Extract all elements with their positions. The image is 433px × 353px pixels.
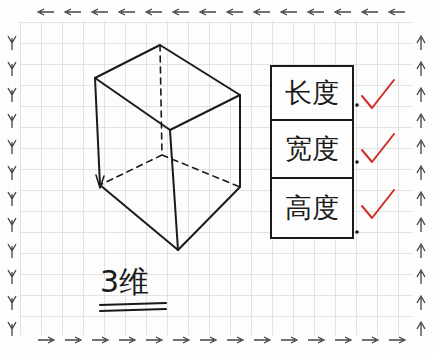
border-mark <box>335 337 351 343</box>
border-mark <box>417 322 425 336</box>
border-mark <box>8 88 16 102</box>
border-mark <box>8 192 16 206</box>
border-mark <box>308 9 324 15</box>
border-mark <box>65 337 81 343</box>
border-mark <box>8 218 16 232</box>
border-mark <box>417 62 425 76</box>
dimension-label: 3维 <box>100 264 149 300</box>
cube-drawing <box>95 45 240 250</box>
border-mark <box>8 270 16 284</box>
border-mark <box>281 9 297 15</box>
border-mark <box>417 36 425 50</box>
border-mark <box>417 192 425 206</box>
border-mark <box>146 9 162 15</box>
border-mark <box>8 296 16 310</box>
grid-paper <box>20 22 413 335</box>
border-mark <box>65 9 81 15</box>
border-mark <box>8 244 16 258</box>
border-mark <box>227 337 243 343</box>
border-mark <box>335 9 351 15</box>
border-mark <box>254 9 270 15</box>
check-marks <box>362 80 394 218</box>
table-cell: 高度 <box>270 177 354 239</box>
border-mark <box>119 337 135 343</box>
border-mark <box>8 114 16 128</box>
cell-text: 长度 <box>285 77 339 109</box>
border-mark <box>417 114 425 128</box>
decorative-border <box>8 9 425 343</box>
border-mark <box>417 166 425 180</box>
cell-text: 宽度 <box>285 133 339 165</box>
border-mark <box>362 9 378 15</box>
border-mark <box>389 337 405 343</box>
border-mark <box>308 337 324 343</box>
dots <box>355 103 359 234</box>
border-mark <box>417 270 425 284</box>
border-mark <box>8 36 16 50</box>
border-mark <box>92 337 108 343</box>
border-mark <box>200 337 216 343</box>
table-cell: 宽度 <box>270 119 354 179</box>
border-mark <box>173 9 189 15</box>
border-mark <box>417 244 425 258</box>
border-mark <box>417 88 425 102</box>
border-mark <box>389 9 405 15</box>
border-mark <box>8 166 16 180</box>
double-underline <box>100 303 166 311</box>
border-mark <box>146 337 162 343</box>
border-mark <box>119 9 135 15</box>
border-mark <box>8 322 16 336</box>
border-mark <box>92 9 108 15</box>
border-mark <box>173 337 189 343</box>
border-mark <box>8 62 16 76</box>
border-mark <box>362 337 378 343</box>
border-mark <box>417 140 425 154</box>
border-mark <box>38 9 54 15</box>
border-mark <box>417 218 425 232</box>
border-mark <box>227 9 243 15</box>
border-mark <box>38 337 54 343</box>
cell-text: 高度 <box>285 192 339 224</box>
border-mark <box>200 9 216 15</box>
border-mark <box>417 296 425 310</box>
border-mark <box>8 140 16 154</box>
border-mark <box>281 337 297 343</box>
table-cell: 长度 <box>270 65 354 121</box>
border-mark <box>254 337 270 343</box>
